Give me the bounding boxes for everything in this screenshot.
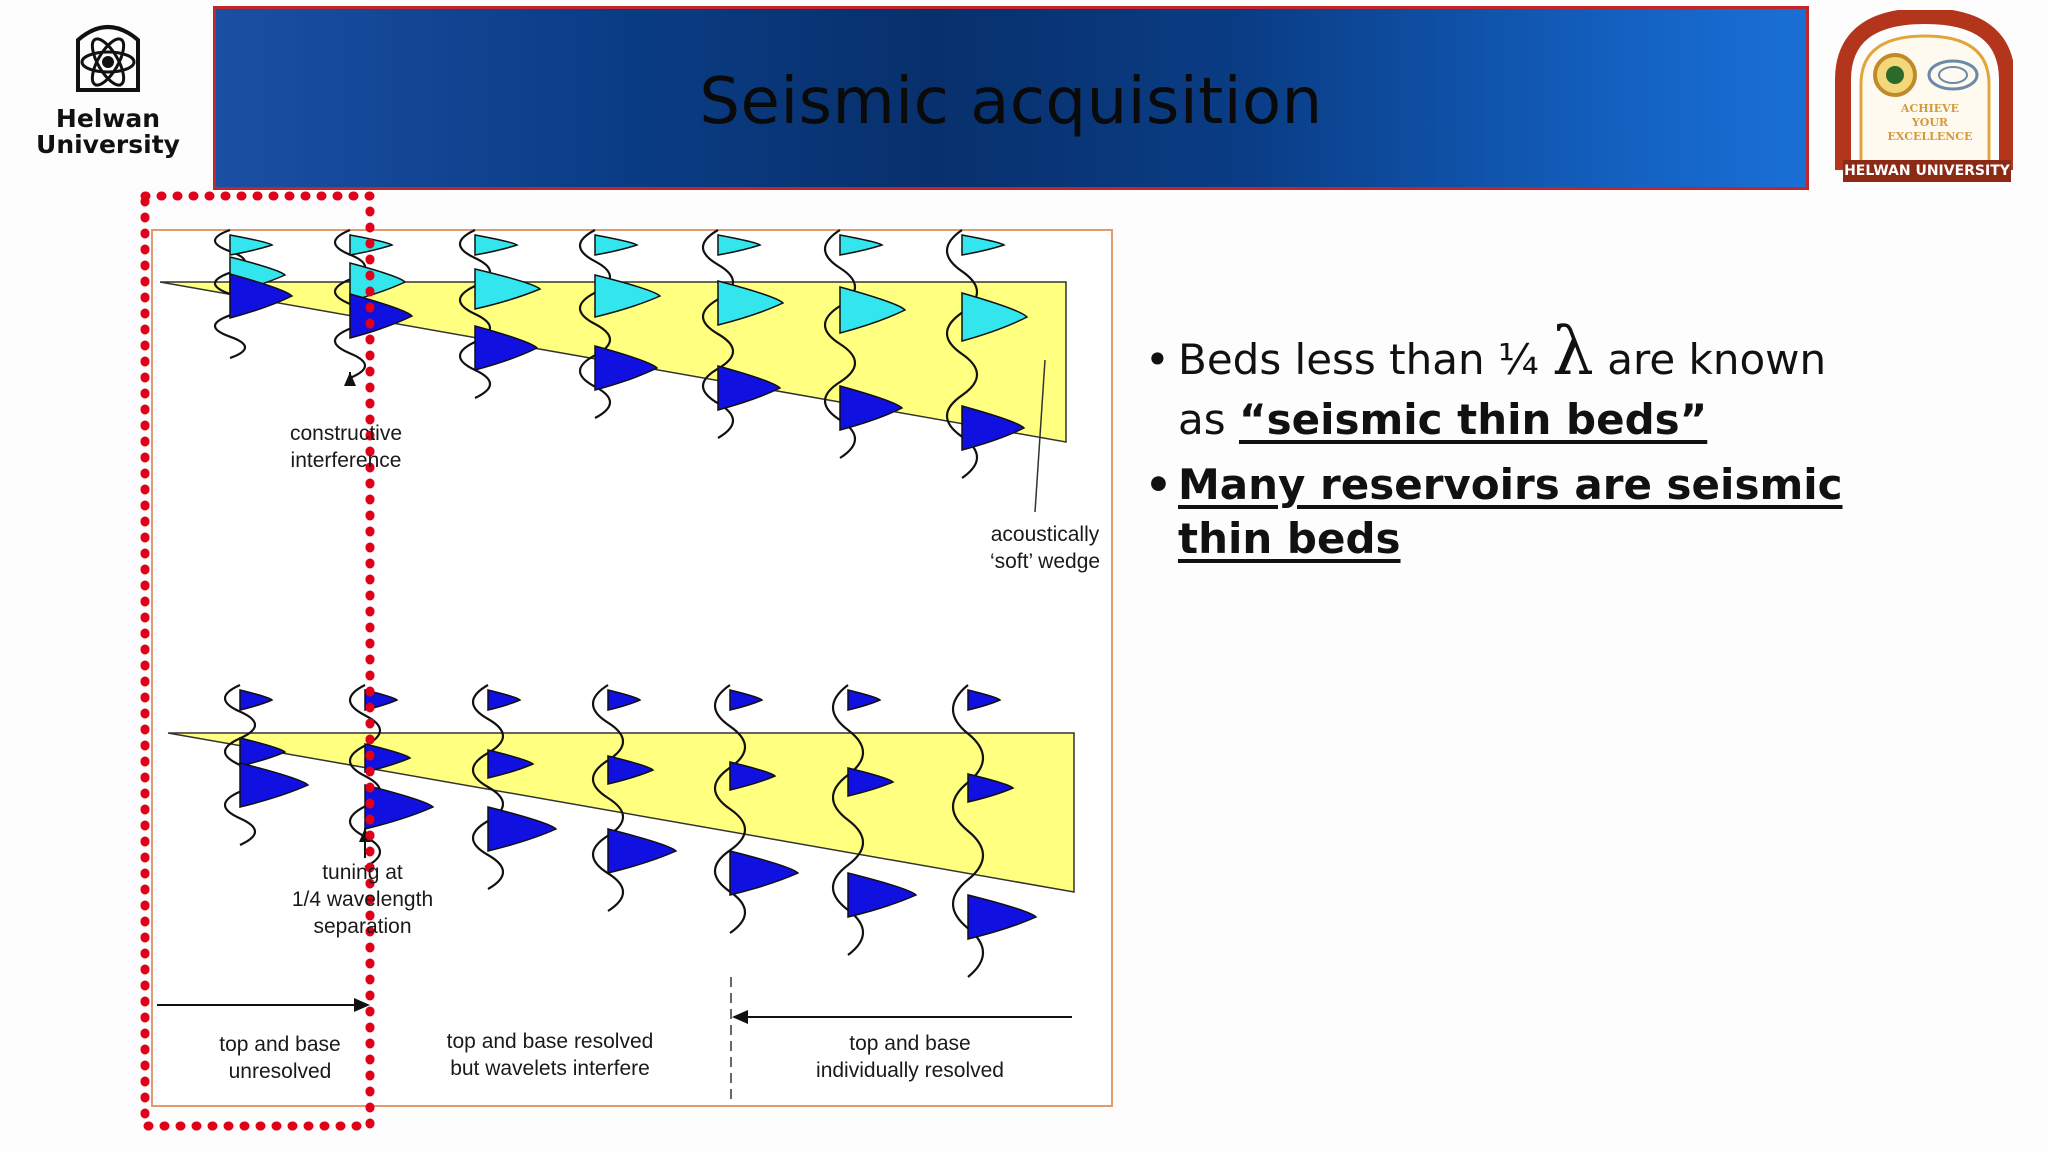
top-wedge-top-lobe xyxy=(717,280,785,326)
top-wedge-top-lobe xyxy=(839,286,907,334)
bottom-wedge-base-lobe xyxy=(729,850,800,896)
title-banner: Seismic acquisition xyxy=(213,6,1809,190)
top-reflection-lobe xyxy=(474,234,519,256)
bullet-reservoirs: • Many reservoirs are seismic thin beds xyxy=(1145,460,1843,563)
top-wedge-base-lobe xyxy=(594,345,659,391)
soft-wedge-pointer-line xyxy=(1034,359,1046,513)
top-reflection-lobe xyxy=(594,234,639,256)
bottom-wedge-base-lobe xyxy=(364,784,435,830)
atom-emblem-icon xyxy=(76,25,140,92)
soft-wedge-label: acoustically ‘soft’ wedge xyxy=(989,523,1101,573)
top-wedge-base-lobe xyxy=(349,293,414,339)
bottom-wedge-base-lobe xyxy=(967,894,1038,940)
constructive-interference-label: constructive interference xyxy=(289,422,403,472)
top-wedge-base-lobe xyxy=(229,273,294,319)
seismic-traces xyxy=(213,228,1038,978)
lambda-symbol: λ xyxy=(1552,313,1594,390)
aapg-seg-chapter-logo: ACHIEVE YOUR EXCELLENCE HELWAN UNIVERSIT… xyxy=(1835,7,2015,182)
top-wedge-top-lobe xyxy=(961,292,1029,342)
trace-wiggle xyxy=(471,684,505,890)
bullet-thin-beds: • Beds less than ¼ λ are known as “seism… xyxy=(1145,313,1827,445)
interfere-label: top and base resolved but wavelets inter… xyxy=(446,1030,654,1080)
unresolved-highlight-box xyxy=(140,191,375,1131)
logo-band-text: HELWAN UNIVERSITY xyxy=(1843,160,2011,182)
bottom-wedge-base-lobe xyxy=(487,806,558,852)
helwan-university-logo: Helwan University xyxy=(28,18,188,168)
bottom-reflection-lobe xyxy=(239,689,274,711)
top-wedge-base-lobe xyxy=(839,385,904,431)
top-reflection-lobe xyxy=(229,234,274,256)
individual-label: top and base individually resolved xyxy=(816,1032,1004,1082)
top-wedge-top-lobe xyxy=(594,274,662,318)
bottom-wedge-top-lobe xyxy=(847,767,895,797)
bottom-wedge-top-lobe xyxy=(607,755,655,785)
bottom-wedge-base-lobe xyxy=(239,762,310,808)
bottom-reflection-lobe xyxy=(487,689,522,711)
tuning-label: tuning at 1/4 wavelength separation xyxy=(291,861,434,938)
bottom-wedge-base-lobe xyxy=(607,828,678,874)
bottom-wedge-top-lobe xyxy=(239,737,287,767)
unresolved-arrow-head xyxy=(354,998,370,1012)
bottom-wedge-top-lobe xyxy=(364,743,412,773)
resolved-arrow-head xyxy=(732,1010,748,1024)
bottom-wedge-top-lobe xyxy=(729,761,777,791)
top-wedge-base-lobe xyxy=(961,405,1026,451)
seismic-thin-beds-emphasis: “seismic thin beds” xyxy=(1238,395,1708,444)
bottom-wedge-base-lobe xyxy=(847,872,918,918)
top-reflection-lobe xyxy=(839,234,884,256)
unresolved-label: top and base unresolved xyxy=(219,1033,341,1083)
bottom-reflection-lobe xyxy=(607,689,642,711)
logo-text-helwan: Helwan xyxy=(55,104,161,133)
arch-emblem-icon xyxy=(1835,7,2015,170)
top-wedge-base-lobe xyxy=(474,325,539,371)
bullet-list: • Beds less than ¼ λ are known as “seism… xyxy=(1145,313,1845,566)
logo-motto: ACHIEVE YOUR EXCELLENCE xyxy=(1887,102,1973,143)
bottom-reflection-lobe xyxy=(967,689,1002,711)
slide-title: Seismic acquisition xyxy=(699,65,1323,139)
top-wedge-top-lobe xyxy=(474,268,542,310)
top-wedge-base-lobe xyxy=(717,365,782,411)
top-reflection-lobe xyxy=(961,234,1006,256)
constructive-arrow-head xyxy=(344,372,356,386)
bottom-reflection-lobe xyxy=(729,689,764,711)
bottom-reflection-lobe xyxy=(847,689,882,711)
bottom-wedge-top-lobe xyxy=(967,773,1015,803)
top-reflection-lobe xyxy=(717,234,762,256)
bottom-wedge-top-lobe xyxy=(487,749,535,779)
logo-text-university: University xyxy=(36,130,180,159)
